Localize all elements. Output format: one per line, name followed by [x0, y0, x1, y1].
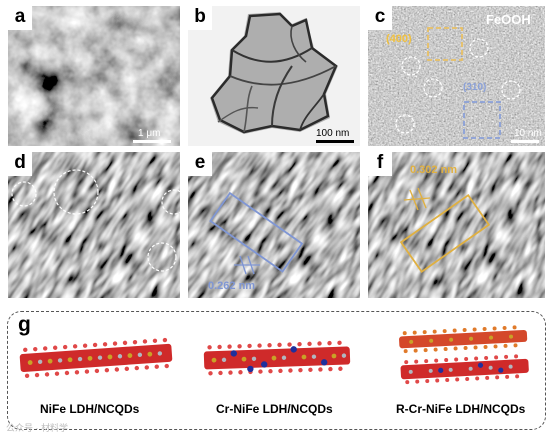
scale-bar-c: [511, 140, 539, 143]
panel-f-fringe-image: f 0.302 nm: [368, 152, 545, 298]
hrtem-texture: [368, 6, 545, 146]
structure-label-2: Cr-NiFe LDH/NCQDs: [216, 402, 333, 416]
material-title: FeOOH: [486, 12, 531, 27]
lattice-spacing-e: 0.262 nm: [208, 280, 256, 292]
lattice-spacing-f: 0.302 nm: [410, 164, 458, 176]
fringe-texture-e: [188, 152, 360, 298]
panel-label-f: f: [368, 152, 392, 176]
watermark: 公众号 · 材料学: [6, 423, 68, 433]
scale-bar-b: [316, 140, 354, 143]
panel-label-g: g: [18, 313, 31, 336]
scale-bar-a: [133, 140, 171, 143]
nanosheet-drawing: [210, 12, 338, 134]
panel-g-frame: [7, 311, 546, 430]
panel-e-fringe-image: e 0.262 nm: [188, 152, 360, 298]
scale-text-a: 1 μm: [138, 128, 161, 139]
panel-a-sem-image: a 1 μm: [8, 6, 180, 146]
panel-c-hrtem-image: c FeOOH (400) (310) 10 nm: [368, 6, 545, 146]
panel-label-a: a: [8, 6, 32, 30]
panel-d-fringe-image: d: [8, 152, 180, 298]
sem-texture: [8, 6, 180, 146]
fringe-texture-f: [368, 152, 545, 298]
structure-label-3: R-Cr-NiFe LDH/NCQDs: [396, 402, 526, 416]
panel-label-e: e: [188, 152, 212, 176]
panel-label-c: c: [368, 6, 392, 30]
panel-b-tem-image: b 100 nm: [188, 6, 360, 146]
fringe-texture-d: [8, 152, 180, 298]
panel-label-d: d: [8, 152, 32, 176]
structure-label-1: NiFe LDH/NCQDs: [40, 402, 140, 416]
panel-label-b: b: [188, 6, 212, 30]
plane-label-400: (400): [386, 33, 412, 45]
plane-label-310: (310): [463, 82, 487, 93]
scale-text-b: 100 nm: [316, 128, 350, 139]
scale-text-c: 10 nm: [514, 128, 542, 139]
